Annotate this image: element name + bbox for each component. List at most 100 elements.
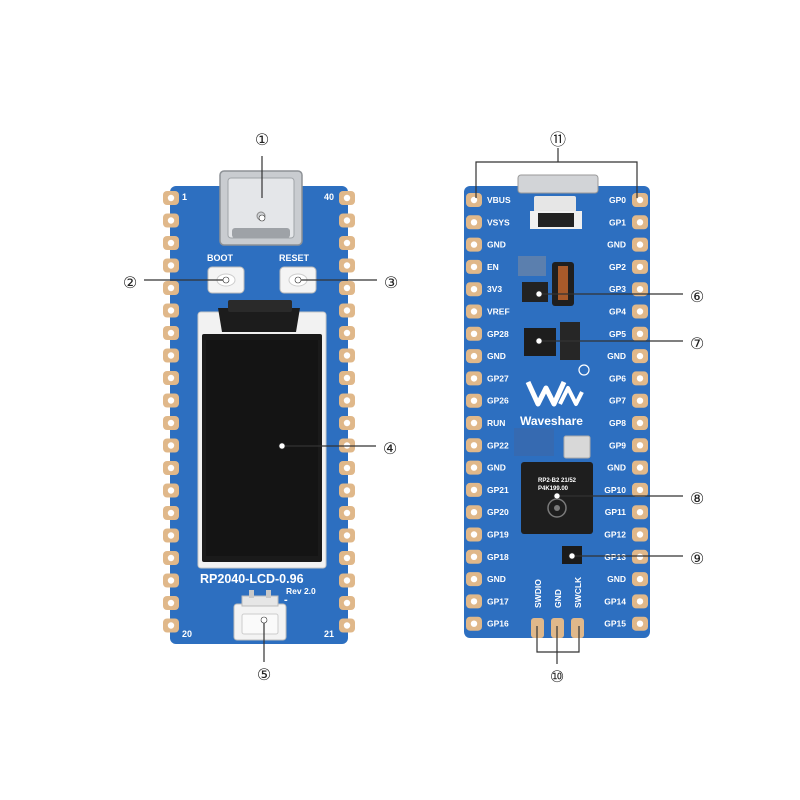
pin-label: GP28 bbox=[487, 329, 509, 339]
pad-hole bbox=[167, 532, 175, 539]
waveshare-logo bbox=[525, 364, 590, 407]
pad-hole bbox=[343, 532, 351, 539]
pin-label: GP11 bbox=[605, 507, 627, 517]
pin-label: GND bbox=[487, 574, 506, 584]
pad-hole bbox=[470, 397, 478, 404]
pin-label: GP19 bbox=[487, 530, 509, 540]
pad-hole bbox=[636, 553, 644, 560]
pin-label: GP6 bbox=[609, 373, 626, 383]
pad-hole bbox=[470, 464, 478, 471]
pad-hole bbox=[167, 284, 175, 292]
back-board: VBUSVSYSGNDEN3V3VREFGP28GNDGP27GP26RUNGP… bbox=[464, 174, 650, 638]
pin-label: VSYS bbox=[487, 217, 510, 227]
pad-hole bbox=[470, 598, 478, 605]
pad-hole bbox=[636, 219, 644, 226]
callout-11: ⑪ bbox=[550, 130, 566, 149]
pad-hole bbox=[636, 308, 644, 315]
pin-label: GP10 bbox=[604, 485, 626, 495]
pin-label: EN bbox=[487, 262, 499, 272]
pad-hole bbox=[636, 375, 644, 382]
pad-hole bbox=[470, 375, 478, 382]
pin-label: GND bbox=[487, 240, 506, 250]
back-pcb bbox=[464, 186, 650, 638]
pad-hole bbox=[470, 531, 478, 538]
minus-label: - bbox=[284, 594, 288, 606]
pad-hole bbox=[343, 599, 351, 607]
pad-hole bbox=[343, 554, 351, 562]
pad-hole bbox=[470, 553, 478, 560]
swd-label-swclk: SWCLK bbox=[573, 576, 583, 608]
pin-label: GP0 bbox=[609, 195, 626, 205]
pin-label: 3V3 bbox=[487, 284, 502, 294]
pad-hole bbox=[636, 486, 644, 494]
pad-hole bbox=[636, 397, 644, 404]
pad-hole bbox=[470, 486, 478, 494]
swd-label-gnd: GND bbox=[553, 589, 563, 608]
callout-1: ① bbox=[255, 130, 269, 149]
pin-label: GP21 bbox=[487, 485, 509, 495]
pin-21-label: 21 bbox=[324, 629, 334, 639]
pad-hole bbox=[343, 284, 351, 292]
pad-hole bbox=[470, 219, 478, 226]
pad-hole bbox=[343, 487, 351, 494]
pad-hole bbox=[636, 531, 644, 538]
pad-hole bbox=[167, 622, 175, 629]
pad-hole bbox=[636, 330, 644, 337]
pad-hole bbox=[636, 598, 644, 605]
pad-hole bbox=[167, 262, 175, 269]
pad-hole bbox=[343, 194, 351, 202]
brand-label: Waveshare bbox=[520, 414, 583, 428]
pad-hole bbox=[343, 329, 351, 337]
pad-hole bbox=[167, 509, 175, 517]
callout-6: ⑥ bbox=[690, 287, 704, 306]
pad-hole bbox=[167, 487, 175, 494]
callouts bbox=[144, 148, 683, 664]
pin-label: GP5 bbox=[609, 329, 626, 339]
crystal-oscillator bbox=[563, 435, 591, 459]
callout-5: ⑤ bbox=[257, 665, 271, 684]
pin-label: GP17 bbox=[487, 596, 509, 606]
pad-hole bbox=[343, 509, 351, 517]
pin-label: GND bbox=[607, 351, 626, 361]
pad-hole bbox=[343, 374, 351, 382]
pad-hole bbox=[167, 464, 175, 472]
pin-40-label: 40 bbox=[324, 192, 334, 202]
pad-hole bbox=[343, 307, 351, 314]
pad-hole bbox=[470, 330, 478, 337]
pad-hole bbox=[470, 442, 478, 449]
usb-c-connector bbox=[219, 170, 303, 246]
pad-hole bbox=[343, 239, 351, 247]
callout-3: ③ bbox=[384, 273, 398, 292]
pad-hole bbox=[167, 307, 175, 314]
pad-hole bbox=[636, 509, 644, 516]
callout-4: ④ bbox=[383, 439, 397, 458]
pin-label: GP22 bbox=[487, 440, 509, 450]
pin-20-label: 20 bbox=[182, 629, 192, 639]
pad-hole bbox=[167, 554, 175, 562]
callout-numbers: ① ② ③ ④ ⑤ ⑥ ⑦ ⑧ ⑨ ⑩ ⑪ bbox=[123, 130, 704, 686]
front-right-header bbox=[339, 191, 355, 633]
pad-hole bbox=[167, 352, 175, 359]
rev-label: Rev 2.0 bbox=[286, 586, 316, 596]
pad-hole bbox=[636, 620, 644, 627]
callout-9: ⑨ bbox=[690, 549, 704, 568]
pad-hole bbox=[470, 263, 478, 271]
back-right-header bbox=[632, 193, 648, 631]
pin-label: GP7 bbox=[609, 396, 626, 406]
pad-hole bbox=[470, 575, 478, 583]
pin-label: GND bbox=[607, 574, 626, 584]
pad-hole bbox=[167, 397, 175, 404]
pad-hole bbox=[343, 577, 351, 584]
pad-hole bbox=[636, 286, 644, 293]
swd-label-swdio: SWDIO bbox=[533, 579, 543, 608]
callout-2: ② bbox=[123, 273, 137, 292]
diode bbox=[530, 211, 582, 229]
pad-hole bbox=[636, 419, 644, 427]
pad-hole bbox=[343, 419, 351, 427]
pin-1-label: 1 bbox=[182, 192, 187, 202]
callout-10: ⑩ bbox=[550, 667, 564, 686]
pin-label: VBUS bbox=[487, 195, 511, 205]
pad-hole bbox=[343, 217, 351, 224]
voltage-regulator bbox=[518, 256, 574, 306]
